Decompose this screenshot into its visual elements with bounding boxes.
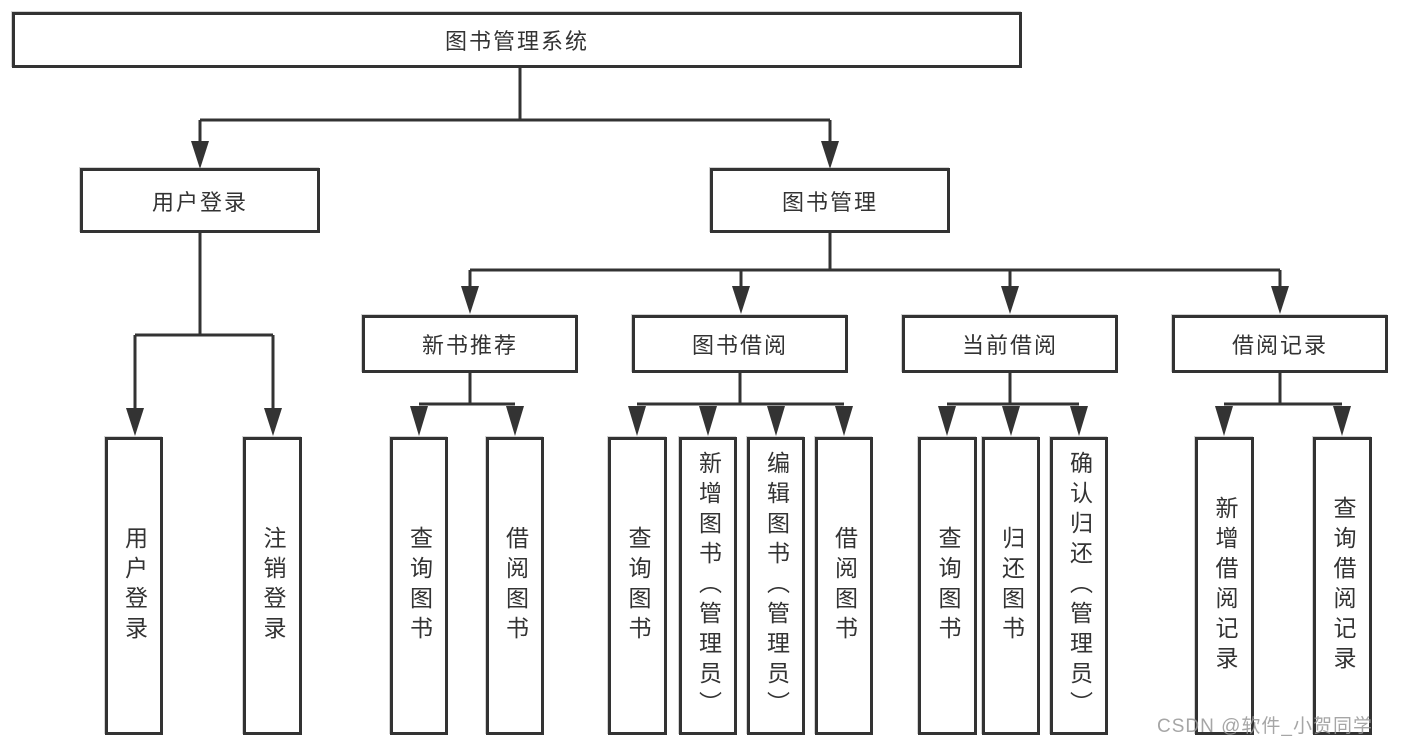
node-label: 用户登录 [151,189,248,215]
leaf-query-books-recommendation: 查询图书 [390,437,448,735]
node-book-borrowing: 图书借阅 [632,315,848,373]
node-book-management: 图书管理 [710,168,950,233]
leaf-borrow-books-borrowing: 借阅图书 [815,437,873,735]
node-label: 新增图书（管理员） [695,451,722,721]
node-label: 图书借阅 [691,333,788,358]
leaf-confirm-return-admin: 确认归还（管理员） [1050,437,1108,735]
leaf-logout: 注销登录 [243,437,302,735]
node-label: 图书管理 [781,189,878,215]
node-label: 借阅图书 [502,526,529,646]
leaf-return-books: 归还图书 [982,437,1040,735]
node-label: 图书管理系统 [444,29,589,54]
leaf-borrow-books-recommendation: 借阅图书 [486,437,544,735]
node-label: 归还图书 [998,526,1025,646]
leaf-query-borrowing-record: 查询借阅记录 [1313,437,1372,735]
node-label: 查询图书 [625,526,651,646]
node-label: 查询图书 [406,526,433,646]
leaf-query-books-current: 查询图书 [918,437,977,735]
node-new-book-recommendation: 新书推荐 [362,315,578,373]
node-label: 用户登录 [121,526,148,646]
node-label: 确认归还（管理员） [1066,451,1093,721]
leaf-edit-books-admin: 编辑图书（管理员） [747,437,805,735]
node-label: 查询借阅记录 [1330,496,1356,676]
watermark: CSDN @软件_小贺同学 [1157,716,1373,737]
node-label: 借阅记录 [1231,333,1328,358]
leaf-query-books-borrowing: 查询图书 [608,437,667,735]
node-current-borrowing: 当前借阅 [902,315,1118,373]
leaf-add-borrowing-record: 新增借阅记录 [1195,437,1254,735]
node-borrowing-records: 借阅记录 [1172,315,1388,373]
node-user-login: 用户登录 [80,168,320,233]
node-label: 查询图书 [935,526,961,646]
node-label: 新增借阅记录 [1212,496,1238,676]
node-label: 新书推荐 [421,333,518,358]
node-label: 当前借阅 [961,333,1058,358]
node-library-management-system: 图书管理系统 [12,12,1022,68]
leaf-add-books-admin: 新增图书（管理员） [679,437,737,735]
leaf-user-login: 用户登录 [105,437,163,735]
node-label: 编辑图书（管理员） [763,451,790,721]
node-label: 借阅图书 [831,526,858,646]
node-label: 注销登录 [260,526,286,646]
